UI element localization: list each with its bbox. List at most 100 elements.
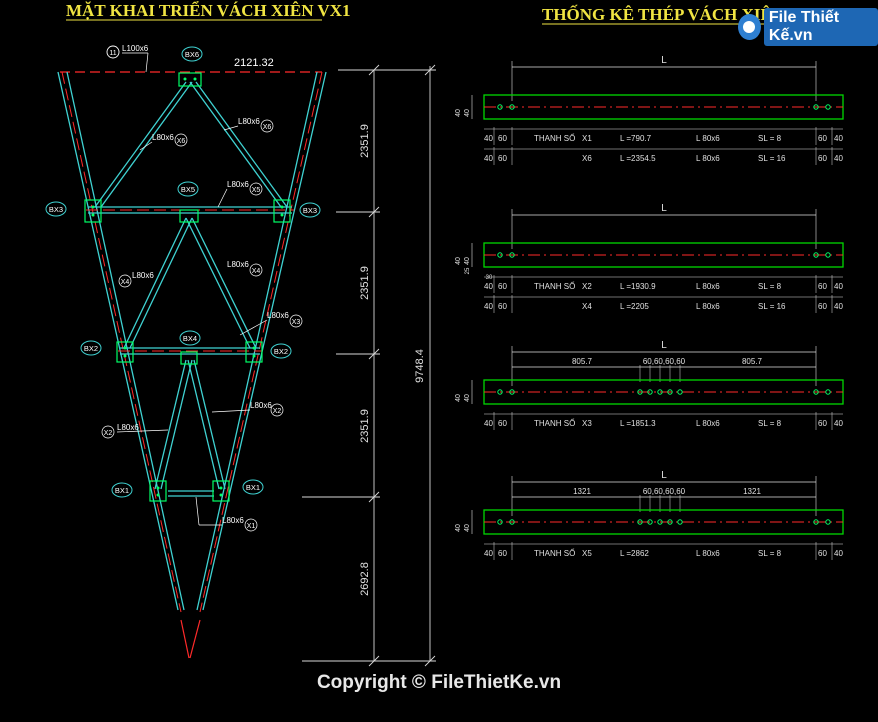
svg-text:L80x6: L80x6 <box>267 311 289 320</box>
bolt-hole <box>657 389 663 395</box>
bolt-hole <box>509 252 515 258</box>
top-member-tag-text: 11 <box>109 50 116 57</box>
end-dim: 40 <box>834 282 843 291</box>
bar-height-dim: 40 <box>464 257 471 265</box>
end-dim: 60 <box>818 419 827 428</box>
bolt-hole <box>677 389 683 395</box>
bolt-hole <box>647 519 653 525</box>
end-dim: 40 <box>484 282 493 291</box>
bolt-hole <box>657 519 663 525</box>
end-dim: 60 <box>498 302 507 311</box>
row-qty: SL = 16 <box>758 154 786 163</box>
svg-text:X4: X4 <box>121 279 130 286</box>
logo-text: File Thiết Kế.vn <box>763 8 878 46</box>
length-symbol: L <box>661 55 667 66</box>
globe-icon <box>738 14 761 40</box>
length-symbol: L <box>661 203 667 214</box>
bolt-hole <box>637 519 643 525</box>
end-dim: 60 <box>818 549 827 558</box>
bolt-hole <box>825 104 831 110</box>
row-tag: X4 <box>582 302 592 311</box>
side-dim: 30 <box>486 275 493 281</box>
end-dim: 60 <box>498 549 507 558</box>
node-bubble: BX3 <box>45 201 67 217</box>
row-label: THANH SỐ <box>534 548 575 558</box>
svg-text:2351.9: 2351.9 <box>359 124 371 158</box>
bolt-hole <box>497 389 503 395</box>
bolt-hole <box>677 519 683 525</box>
node-bubble: BX3 <box>299 202 321 218</box>
bar-height-dim: 40 <box>464 524 471 532</box>
end-dim: 60 <box>818 134 827 143</box>
vertical-dimensions <box>302 64 436 667</box>
member-label: L80x6 X2 <box>211 401 284 417</box>
row-label: THANH SỐ <box>534 418 575 428</box>
svg-text:L80x6: L80x6 <box>152 133 174 142</box>
svg-text:BX3: BX3 <box>303 206 317 215</box>
bar-height-dim: 40 <box>455 109 462 117</box>
row-profile: L 80x6 <box>696 302 720 311</box>
svg-text:X5: X5 <box>252 187 261 194</box>
row-length: L =2205 <box>620 302 649 311</box>
node-bubble: BX1 <box>111 482 133 498</box>
svg-text:X2: X2 <box>273 408 282 415</box>
node-bubble: BX6 <box>181 46 203 62</box>
end-dim: 60 <box>498 419 507 428</box>
site-logo[interactable]: File Thiết Kế.vn <box>738 8 878 46</box>
mid-dim-left: 1321 <box>573 487 591 496</box>
svg-text:9748.4: 9748.4 <box>414 349 426 383</box>
truss-elevation: BX6 BX5 BX3 BX3 BX4 BX2 BX2 BX1 BX1 11 L… <box>45 44 436 667</box>
end-dim: 60 <box>498 134 507 143</box>
row-qty: SL = 8 <box>758 419 782 428</box>
end-dim: 40 <box>834 549 843 558</box>
mid-dim-right: 805.7 <box>742 357 763 366</box>
row-label: THANH SỐ <box>534 281 575 291</box>
member-label: L80x6 X4 <box>118 271 154 288</box>
svg-text:2351.9: 2351.9 <box>359 266 371 300</box>
copyright-text: Copyright © FileThietKe.vn <box>316 672 562 693</box>
end-dim: 40 <box>484 134 493 143</box>
row-tag: X6 <box>582 154 592 163</box>
bolt-hole <box>825 519 831 525</box>
end-dim: 40 <box>834 302 843 311</box>
bolt-hole <box>667 519 673 525</box>
bolt-hole <box>497 519 503 525</box>
bolt-hole <box>509 104 515 110</box>
node-bubble: BX4 <box>179 330 201 346</box>
left-title: MẶT KHAI TRIỂN VÁCH XIÊN VX1 <box>66 1 350 20</box>
mid-dim-bolts: 60,60,60,60 <box>643 487 686 496</box>
svg-text:X6: X6 <box>177 138 186 145</box>
mid-dim-right: 1321 <box>743 487 761 496</box>
bolt-hole <box>637 389 643 395</box>
member-label: L80x6 X4 <box>227 260 263 277</box>
row-tag: X1 <box>582 134 592 143</box>
svg-text:L80x6: L80x6 <box>132 271 154 280</box>
row-length: L =790.7 <box>620 134 652 143</box>
end-dim: 60 <box>818 282 827 291</box>
bolt-hole <box>497 252 503 258</box>
svg-text:X6: X6 <box>263 124 272 131</box>
bolt-hole <box>667 389 673 395</box>
svg-text:L80x6: L80x6 <box>222 516 244 525</box>
svg-text:BX4: BX4 <box>183 334 197 343</box>
end-dim: 40 <box>834 154 843 163</box>
bolt-hole <box>647 389 653 395</box>
member-label: L80x6 X6 <box>139 133 188 151</box>
svg-text:BX1: BX1 <box>115 486 129 495</box>
end-dim: 60 <box>498 282 507 291</box>
length-symbol: L <box>661 340 667 351</box>
bolt-hole <box>825 389 831 395</box>
svg-text:BX3: BX3 <box>49 205 63 214</box>
svg-text:2692.8: 2692.8 <box>359 562 371 596</box>
row-qty: SL = 16 <box>758 302 786 311</box>
svg-text:X4: X4 <box>252 268 261 275</box>
